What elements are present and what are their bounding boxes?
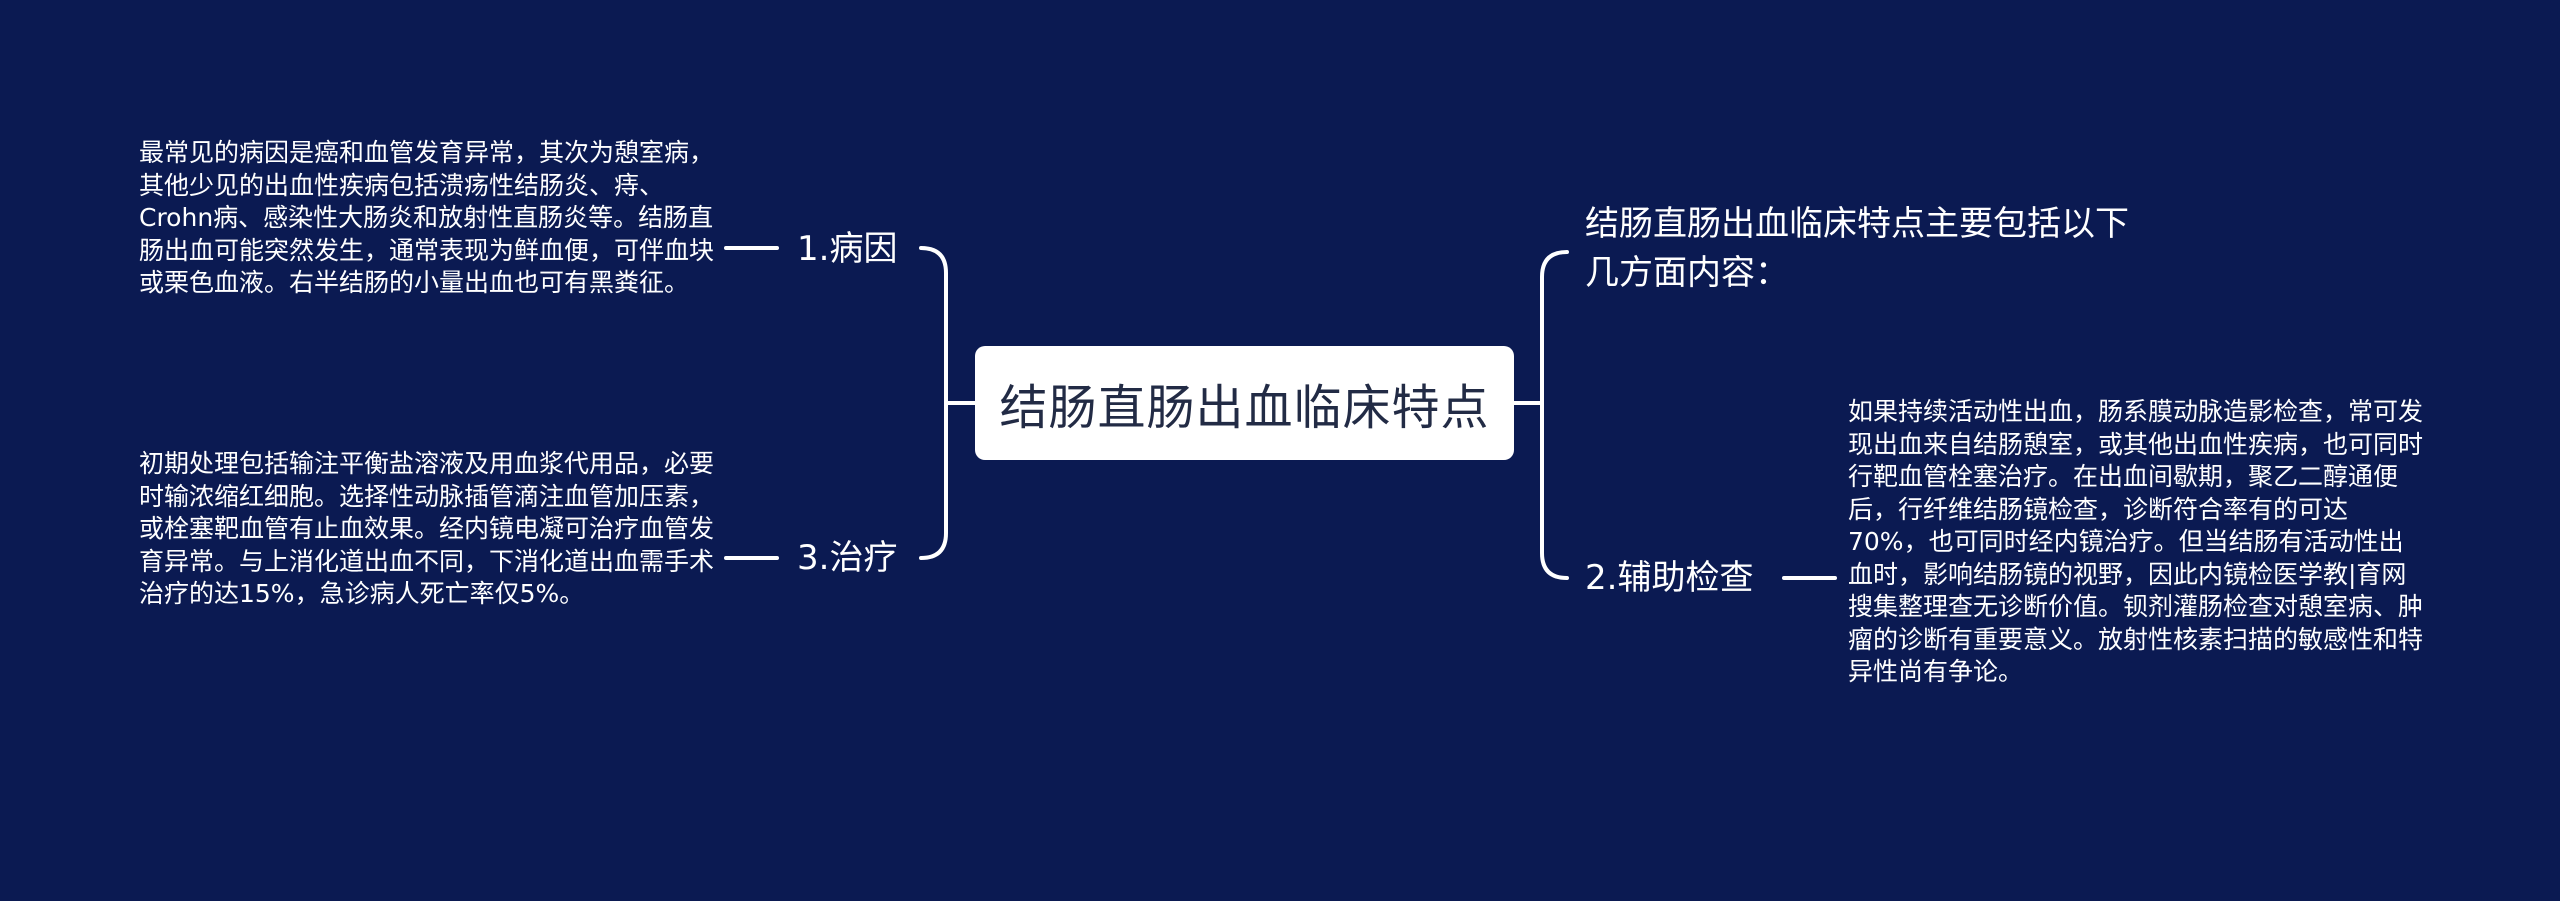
branch-treatment-label: 3.治疗 (797, 538, 898, 578)
branch-exam-label: 2.辅助检查 (1585, 558, 1754, 598)
branch-cause[interactable]: 1.病因 (797, 232, 897, 266)
cause-detail: 最常见的病因是癌和血管发育异常，其次为憩室病，其他少见的出血性疾病包括溃疡性结肠… (139, 137, 715, 300)
exam-detail-text: 如果持续活动性出血，肠系膜动脉造影检查，常可发现出血来自结肠憩室，或其他出血性疾… (1848, 397, 2424, 686)
connector-left-bracket (919, 246, 948, 560)
branch-summary-text: 结肠直肠出血临床特点主要包括以下几方面内容： (1585, 204, 2129, 293)
exam-detail: 如果持续活动性出血，肠系膜动脉造影检查，常可发现出血来自结肠憩室，或其他出血性疾… (1848, 396, 2424, 689)
branch-cause-label: 1.病因 (797, 229, 898, 269)
branch-treatment[interactable]: 3.治疗 (797, 541, 897, 575)
branch-exam[interactable]: 2.辅助检查 (1585, 561, 1753, 595)
treatment-detail: 初期处理包括输注平衡盐溶液及用血浆代用品，必要时输浓缩红细胞。选择性动脉插管滴注… (139, 448, 715, 611)
branch-summary[interactable]: 结肠直肠出血临床特点主要包括以下几方面内容： (1585, 200, 2155, 298)
treatment-detail-text: 初期处理包括输注平衡盐溶液及用血浆代用品，必要时输浓缩红细胞。选择性动脉插管滴注… (139, 449, 715, 608)
root-topic-label: 结肠直肠出血临床特点 (999, 380, 1490, 436)
root-topic[interactable]: 结肠直肠出血临床特点 (975, 346, 1514, 460)
cause-detail-text: 最常见的病因是癌和血管发育异常，其次为憩室病，其他少见的出血性疾病包括溃疡性结肠… (139, 138, 715, 297)
connector-right-bracket (1540, 250, 1569, 580)
